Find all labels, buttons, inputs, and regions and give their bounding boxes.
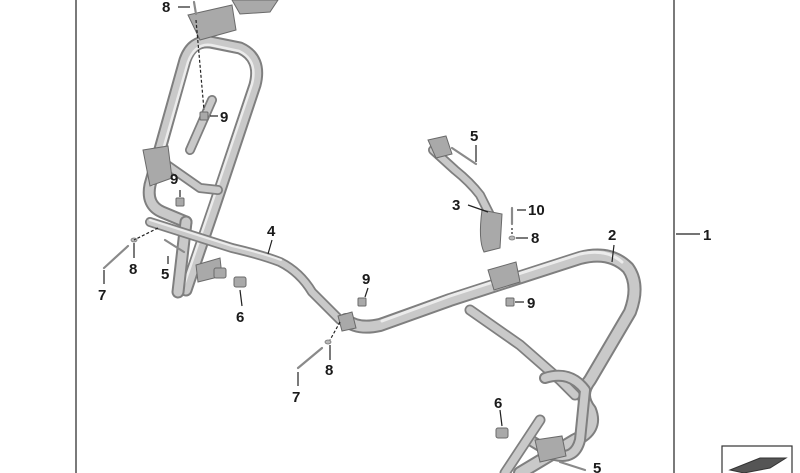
callout-9-left: 9 [170,171,178,188]
callout-8-left: 8 [129,261,137,278]
callout-7-left: 7 [98,287,106,304]
connecting-bar [145,217,345,325]
callout-8-right: 8 [531,230,539,247]
callout-10: 10 [528,202,545,219]
callout-9-bracket: 9 [527,295,535,312]
callout-6-left: 6 [236,309,244,326]
leader-lines [103,6,700,427]
callout-3: 3 [452,197,460,214]
callout-1: 1 [703,227,711,244]
callout-9-upper: 9 [220,109,228,126]
right-crash-bar [337,248,642,473]
callout-8-top: 8 [162,0,170,16]
callout-5-left: 5 [161,266,169,283]
part-symbol-box [721,445,793,473]
callout-4: 4 [267,223,276,240]
callout-9-mid: 9 [362,271,370,288]
callout-7-mid: 7 [292,389,300,406]
callout-6-bottom: 6 [494,395,502,412]
callout-2: 2 [608,227,616,244]
callout-5-upper: 5 [470,128,478,145]
callout-8-mid: 8 [325,362,333,379]
left-upright-bar [142,0,279,299]
callout-labels: 8 9 5 9 3 10 4 8 2 1 8 5 9 9 7 6 8 7 6 5 [98,0,711,473]
small-bracket-bar [427,135,503,253]
callout-5-bottom: 5 [593,460,601,473]
fasteners [102,0,587,472]
